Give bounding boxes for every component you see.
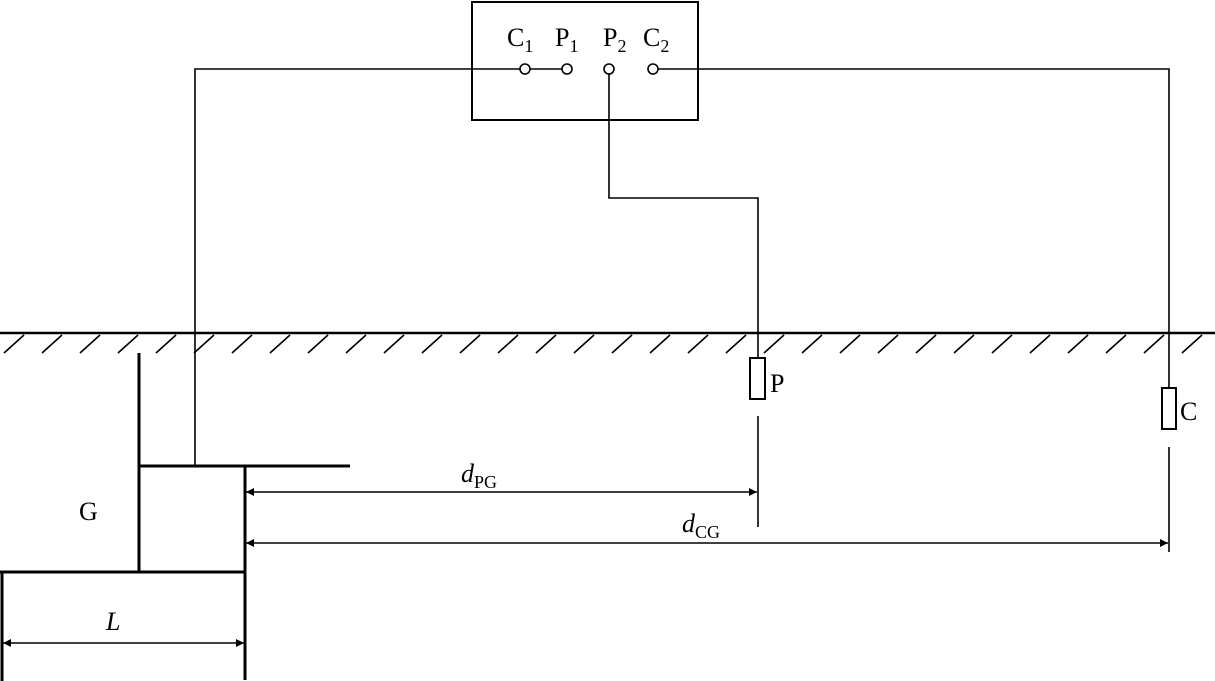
hatch-mark — [991, 334, 1013, 354]
hatch-mark — [1067, 334, 1089, 354]
wire-p2-to-potential-electrode — [608, 74, 759, 358]
terminal-c1 — [519, 63, 531, 75]
hatch-mark — [307, 334, 329, 354]
dimension-label-length: L — [105, 607, 120, 636]
hatch-mark — [497, 334, 519, 354]
dimension-label-dpg: dPG — [461, 459, 497, 492]
hatch-mark — [649, 334, 671, 354]
terminal-label-p1: P1 — [555, 23, 578, 56]
earth-tester-box — [471, 1, 699, 121]
potential-electrode — [749, 357, 766, 400]
dimension-label-dcg: dCG — [682, 509, 720, 542]
hatch-mark — [155, 334, 177, 354]
terminal-label-c1: C1 — [507, 23, 533, 56]
hatch-mark — [725, 334, 747, 354]
terminal-p2 — [603, 63, 615, 75]
hatch-mark — [79, 334, 101, 354]
hatch-mark — [269, 334, 291, 354]
current-electrode — [1161, 387, 1177, 430]
terminal-c2 — [647, 63, 659, 75]
hatch-mark — [953, 334, 975, 354]
hatch-mark — [345, 334, 367, 354]
wire-c2-to-current-electrode — [658, 68, 1170, 388]
hatch-mark — [611, 334, 633, 354]
hatch-mark — [1143, 334, 1165, 354]
hatch-mark — [459, 334, 481, 354]
hatch-mark — [877, 334, 899, 354]
hatch-mark — [687, 334, 709, 354]
terminal-label-p2: P2 — [603, 23, 626, 56]
hatch-mark — [1181, 334, 1203, 354]
wire-c1-p1-to-grid — [194, 68, 562, 466]
hatch-mark — [535, 334, 557, 354]
hatch-mark — [421, 334, 443, 354]
ground-hatching — [3, 334, 1203, 354]
terminal-label-c2: C2 — [643, 23, 669, 56]
hatch-mark — [573, 334, 595, 354]
potential-electrode-label: P — [770, 369, 784, 398]
hatch-mark — [383, 334, 405, 354]
hatch-mark — [839, 334, 861, 354]
hatch-mark — [193, 334, 215, 354]
ground-grid-outline — [0, 353, 350, 681]
hatch-mark — [1029, 334, 1051, 354]
hatch-mark — [1105, 334, 1127, 354]
current-electrode-label: C — [1180, 397, 1197, 426]
terminal-p1 — [561, 63, 573, 75]
hatch-mark — [3, 334, 25, 354]
hatch-mark — [117, 334, 139, 354]
hatch-mark — [763, 334, 785, 354]
hatch-mark — [41, 334, 63, 354]
ground-grid-label: G — [79, 497, 98, 526]
hatch-mark — [801, 334, 823, 354]
hatch-mark — [915, 334, 937, 354]
hatch-mark — [231, 334, 253, 354]
